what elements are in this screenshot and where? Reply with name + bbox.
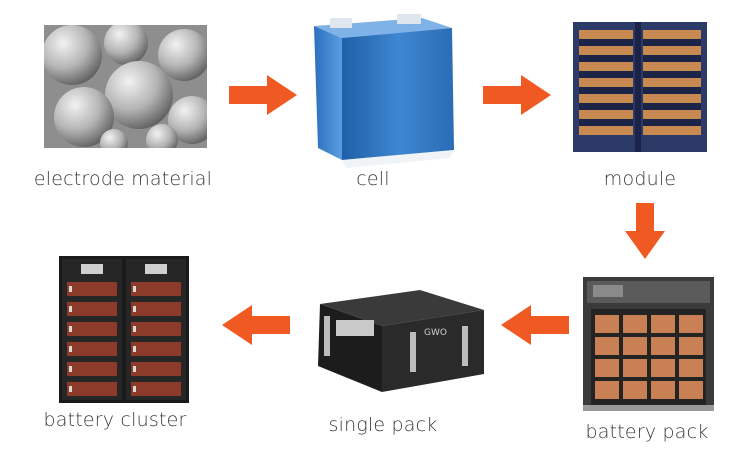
arrow-right-icon — [483, 75, 551, 115]
battery-pack-label: battery pack — [585, 421, 709, 443]
electrode-material-label: electrode material — [33, 168, 213, 190]
battery-cell-image — [302, 8, 460, 173]
cell-label: cell — [356, 168, 390, 190]
arrow-left-icon — [501, 305, 569, 345]
module-label: module — [603, 168, 677, 190]
arrow-right-icon — [229, 75, 297, 115]
battery-module-image — [573, 22, 707, 152]
single-pack-image: GWO — [312, 288, 488, 394]
arrow-down-icon — [625, 203, 665, 259]
battery-pack-image — [583, 277, 714, 411]
electrode-material-image — [44, 25, 207, 148]
arrow-left-icon — [222, 305, 290, 345]
battery-cluster-label: battery cluster — [43, 409, 187, 431]
battery-cluster-image — [59, 256, 189, 403]
brand-logo-text: GWO — [424, 328, 447, 338]
single-pack-label: single pack — [328, 414, 438, 436]
